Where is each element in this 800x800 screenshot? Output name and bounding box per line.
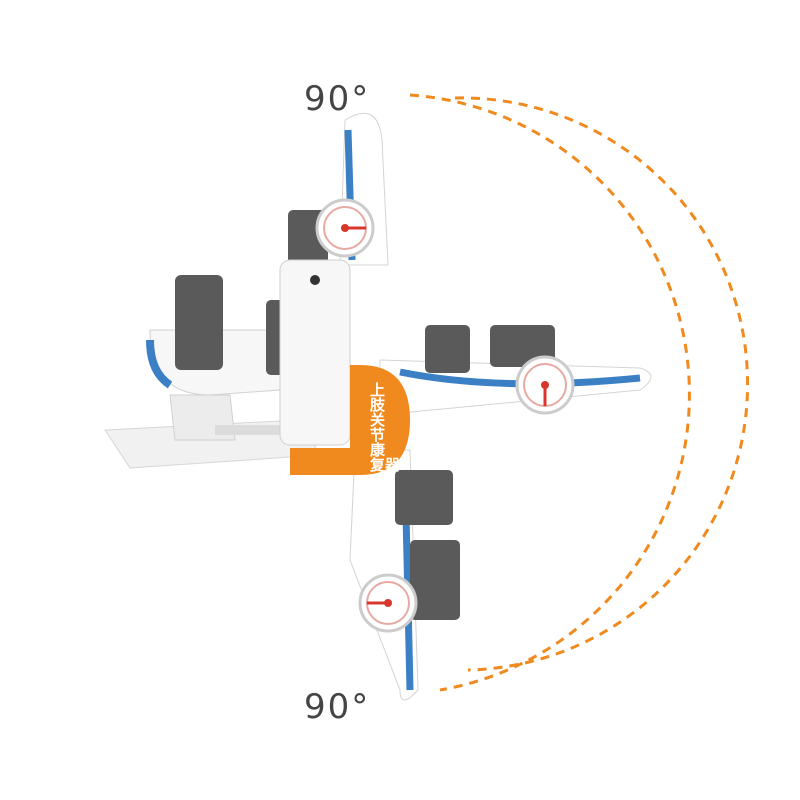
label-char: 上 [370, 381, 385, 399]
angle-label-top: 90° [304, 79, 371, 119]
right-strap-1 [425, 325, 470, 373]
label-char: 关 [370, 411, 385, 429]
central-hub [279, 259, 410, 475]
gauge-right [515, 355, 575, 415]
angle-label-bottom: 90° [304, 687, 371, 727]
label-char: 肢 [370, 396, 386, 414]
label-char: 节 [370, 426, 385, 444]
left-strap-1 [175, 275, 223, 370]
product-name-label: 上 肢 关 节 康 复 器 [369, 381, 401, 474]
orange-label-panel [290, 365, 410, 475]
range-of-motion-arrows [409, 93, 749, 692]
device-base [104, 394, 321, 469]
left-cradle [146, 275, 288, 396]
bottom-strap-1 [395, 470, 453, 525]
label-char: 器 [384, 456, 401, 474]
gauge-top [315, 198, 375, 258]
label-char: 康 [370, 441, 386, 459]
bottom-strap-2 [410, 540, 460, 620]
right-arm [379, 325, 652, 416]
label-char: 复 [369, 456, 386, 474]
hub-hole [310, 275, 320, 285]
outer-rotation-arc [409, 93, 691, 692]
gauge-bottom [358, 573, 418, 633]
bottom-arm [349, 449, 460, 701]
inner-rotation-arc [454, 96, 749, 672]
